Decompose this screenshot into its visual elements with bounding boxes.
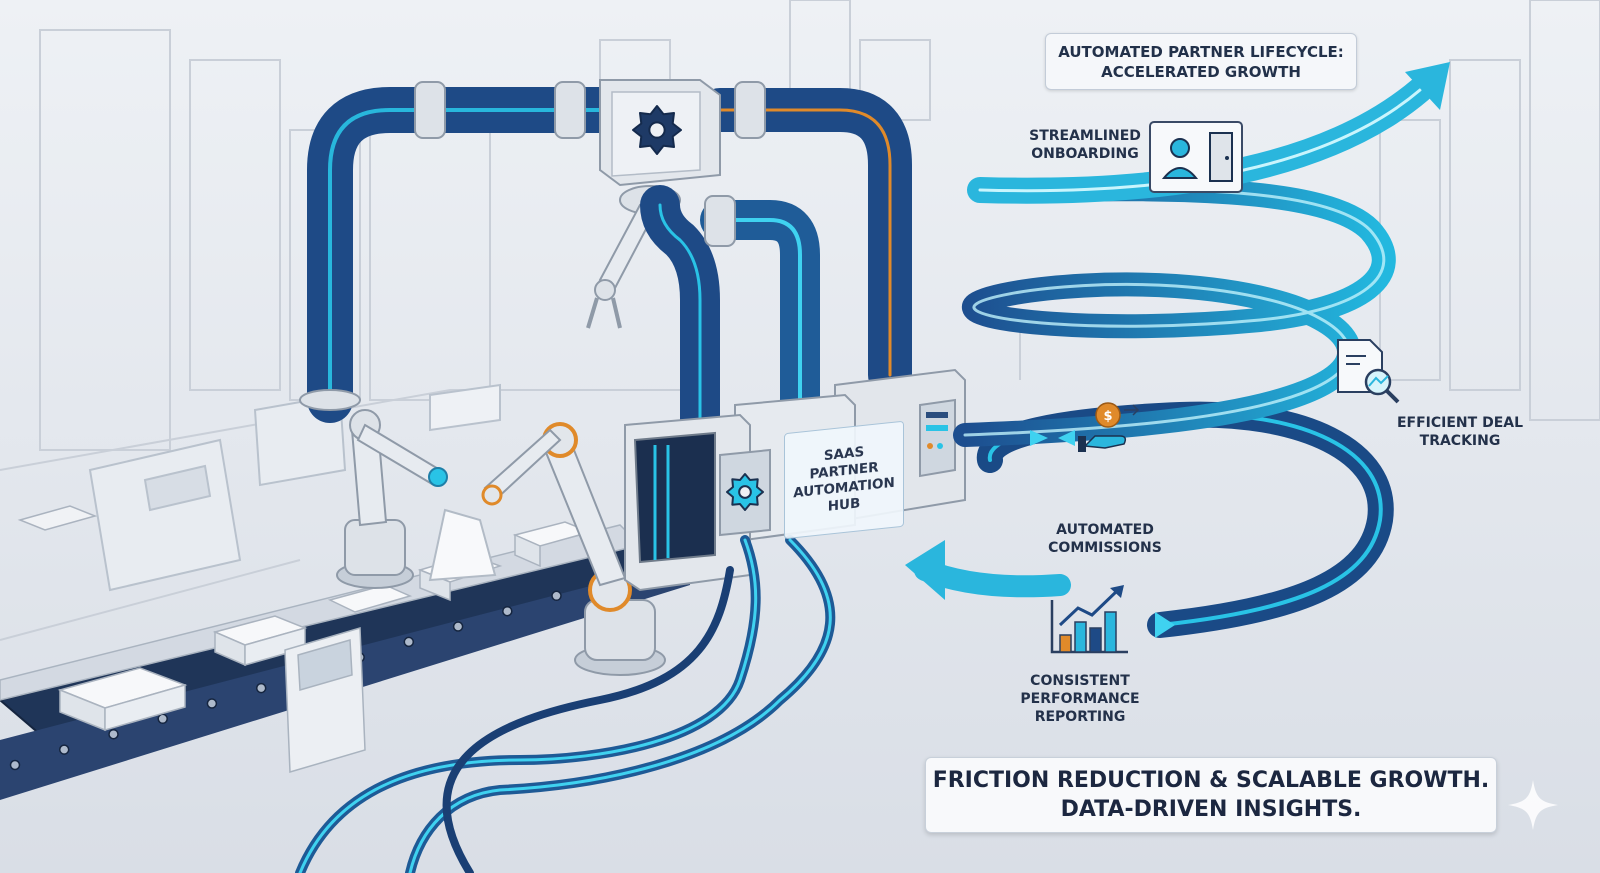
summary-line-1: FRICTION REDUCTION & SCALABLE GROWTH. — [932, 768, 1490, 793]
conveyor-roller — [255, 682, 267, 694]
commissions-line-1: AUTOMATED — [1056, 522, 1154, 538]
pipe-couplings — [299, 81, 766, 411]
hub-gear-icon — [726, 473, 764, 511]
stage-label-deal-tracking: EFFICIENT DEAL TRACKING — [1390, 414, 1530, 450]
deal-tracking-line-2: TRACKING — [1419, 433, 1501, 449]
bar-chart-icon — [1050, 585, 1128, 654]
conveyor-roller — [157, 713, 168, 725]
svg-text:$: $ — [1103, 409, 1112, 424]
title-line-2: ACCELERATED GROWTH — [1101, 62, 1301, 81]
floor-data-lines — [295, 535, 836, 873]
summary-banner: FRICTION REDUCTION & SCALABLE GROWTH. DA… — [925, 757, 1497, 833]
conveyor-roller — [108, 728, 119, 740]
diagram-title: AUTOMATED PARTNER LIFECYCLE: ACCELERATED… — [1045, 33, 1357, 90]
conveyor-roller — [58, 744, 70, 755]
conveyor-roller — [403, 636, 415, 648]
reporting-line-2: PERFORMANCE — [1020, 691, 1140, 707]
background-skyline — [0, 0, 1600, 641]
deal-tracking-line-1: EFFICIENT DEAL — [1396, 415, 1524, 431]
robot-arm-left — [336, 409, 448, 589]
reporting-line-3: REPORTING — [1034, 709, 1126, 725]
onboarding-line-1: STREAMLINED — [1029, 128, 1141, 144]
hub-label: SAAS PARTNER AUTOMATION HUB — [784, 420, 904, 540]
conveyor-roller — [452, 621, 464, 632]
conveyor-roller — [551, 590, 562, 602]
conveyor-roller — [502, 605, 513, 617]
stage-label-reporting: CONSISTENT PERFORMANCE REPORTING — [1010, 672, 1150, 726]
hub-label-line-4: HUB — [827, 495, 861, 515]
reporting-line-1: CONSISTENT — [1030, 673, 1130, 689]
commissions-line-2: COMMISSIONS — [1048, 540, 1162, 556]
title-line-1: AUTOMATED PARTNER LIFECYCLE: — [1058, 42, 1344, 61]
stage-label-onboarding: STREAMLINED ONBOARDING — [1025, 127, 1145, 163]
sparkle-icon — [1508, 780, 1558, 830]
terminal-kiosk — [284, 627, 366, 773]
spiral-arrowheads — [905, 62, 1450, 638]
gear-icon — [632, 105, 682, 155]
user-door-icon — [1149, 121, 1243, 193]
stage-label-commissions: AUTOMATED COMMISSIONS — [1040, 521, 1170, 557]
document-magnifier-icon — [1337, 339, 1400, 404]
summary-line-2: DATA-DRIVEN INSIGHTS. — [1060, 797, 1362, 822]
pipe-network-top — [307, 87, 912, 445]
robot-arm-orange — [428, 422, 666, 676]
conveyor-roller — [9, 759, 21, 771]
conveyor-roller — [206, 698, 218, 709]
hand-coin-icon: $ — [1078, 402, 1140, 452]
onboarding-line-2: ONBOARDING — [1031, 146, 1139, 162]
